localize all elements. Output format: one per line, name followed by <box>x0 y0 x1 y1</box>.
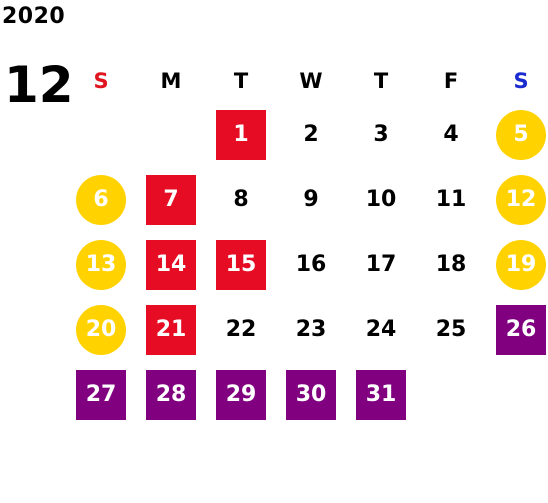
day-cell[interactable]: 12 <box>486 167 548 232</box>
day-number: 24 <box>365 317 397 342</box>
weekday-header-friday: F <box>443 69 459 93</box>
day-number: 17 <box>365 252 397 277</box>
empty-day-cell <box>136 102 206 167</box>
day-number: 1 <box>216 109 266 160</box>
day-cell[interactable]: 25 <box>416 297 486 362</box>
day-number: 7 <box>146 174 196 225</box>
day-cell[interactable]: 8 <box>206 167 276 232</box>
day-number: 10 <box>365 187 397 212</box>
day-cell[interactable]: 17 <box>346 232 416 297</box>
weekday-header-wednesday: W <box>299 69 323 93</box>
day-cell[interactable]: 27 <box>66 362 136 427</box>
day-cell[interactable]: 28 <box>136 362 206 427</box>
day-cell[interactable]: 4 <box>416 102 486 167</box>
day-number: 5 <box>496 109 546 160</box>
day-number: 25 <box>435 317 467 342</box>
day-cell[interactable]: 15 <box>206 232 276 297</box>
weekday-header-monday: M <box>160 69 182 93</box>
weekday-header-sunday: S <box>93 69 109 93</box>
day-number: 20 <box>76 304 126 355</box>
day-number: 21 <box>146 304 196 355</box>
day-number: 31 <box>356 369 406 420</box>
day-number: 19 <box>496 239 546 290</box>
day-cell[interactable]: 13 <box>66 232 136 297</box>
day-number: 3 <box>373 122 389 147</box>
day-number: 9 <box>303 187 319 212</box>
day-cell[interactable]: 10 <box>346 167 416 232</box>
day-cell[interactable]: 30 <box>276 362 346 427</box>
day-number: 8 <box>233 187 249 212</box>
day-number: 22 <box>225 317 257 342</box>
empty-day-cell <box>66 102 136 167</box>
day-number: 26 <box>496 304 546 355</box>
weekday-header-thursday: T <box>373 69 389 93</box>
day-number: 15 <box>216 239 266 290</box>
day-cell[interactable]: 5 <box>486 102 548 167</box>
day-number: 11 <box>435 187 467 212</box>
day-cell[interactable]: 22 <box>206 297 276 362</box>
day-cell[interactable]: 14 <box>136 232 206 297</box>
day-cell[interactable]: 20 <box>66 297 136 362</box>
day-number: 13 <box>76 239 126 290</box>
day-cell[interactable]: 24 <box>346 297 416 362</box>
day-cell[interactable]: 19 <box>486 232 548 297</box>
day-cell[interactable]: 11 <box>416 167 486 232</box>
day-number: 4 <box>443 122 459 147</box>
weekday-header-saturday: S <box>513 69 529 93</box>
day-number: 28 <box>146 369 196 420</box>
day-cell[interactable]: 16 <box>276 232 346 297</box>
day-cell[interactable]: 23 <box>276 297 346 362</box>
day-number: 6 <box>76 174 126 225</box>
day-number: 14 <box>146 239 196 290</box>
day-cell[interactable]: 31 <box>346 362 416 427</box>
day-cell[interactable]: 6 <box>66 167 136 232</box>
day-cell[interactable]: 9 <box>276 167 346 232</box>
day-cell[interactable]: 2 <box>276 102 346 167</box>
day-number: 2 <box>303 122 319 147</box>
day-cell[interactable]: 21 <box>136 297 206 362</box>
day-cell[interactable]: 1 <box>206 102 276 167</box>
day-number: 23 <box>295 317 327 342</box>
day-number: 27 <box>76 369 126 420</box>
day-cell[interactable]: 26 <box>486 297 548 362</box>
day-number: 18 <box>435 252 467 277</box>
day-number: 16 <box>295 252 327 277</box>
day-cell[interactable]: 29 <box>206 362 276 427</box>
day-number: 29 <box>216 369 266 420</box>
calendar-year: 2020 <box>2 4 66 29</box>
day-cell[interactable]: 7 <box>136 167 206 232</box>
day-cell[interactable]: 3 <box>346 102 416 167</box>
calendar-month: 12 <box>4 56 74 114</box>
weekday-header-tuesday: T <box>233 69 249 93</box>
day-number: 12 <box>496 174 546 225</box>
day-number: 30 <box>286 369 336 420</box>
day-cell[interactable]: 18 <box>416 232 486 297</box>
